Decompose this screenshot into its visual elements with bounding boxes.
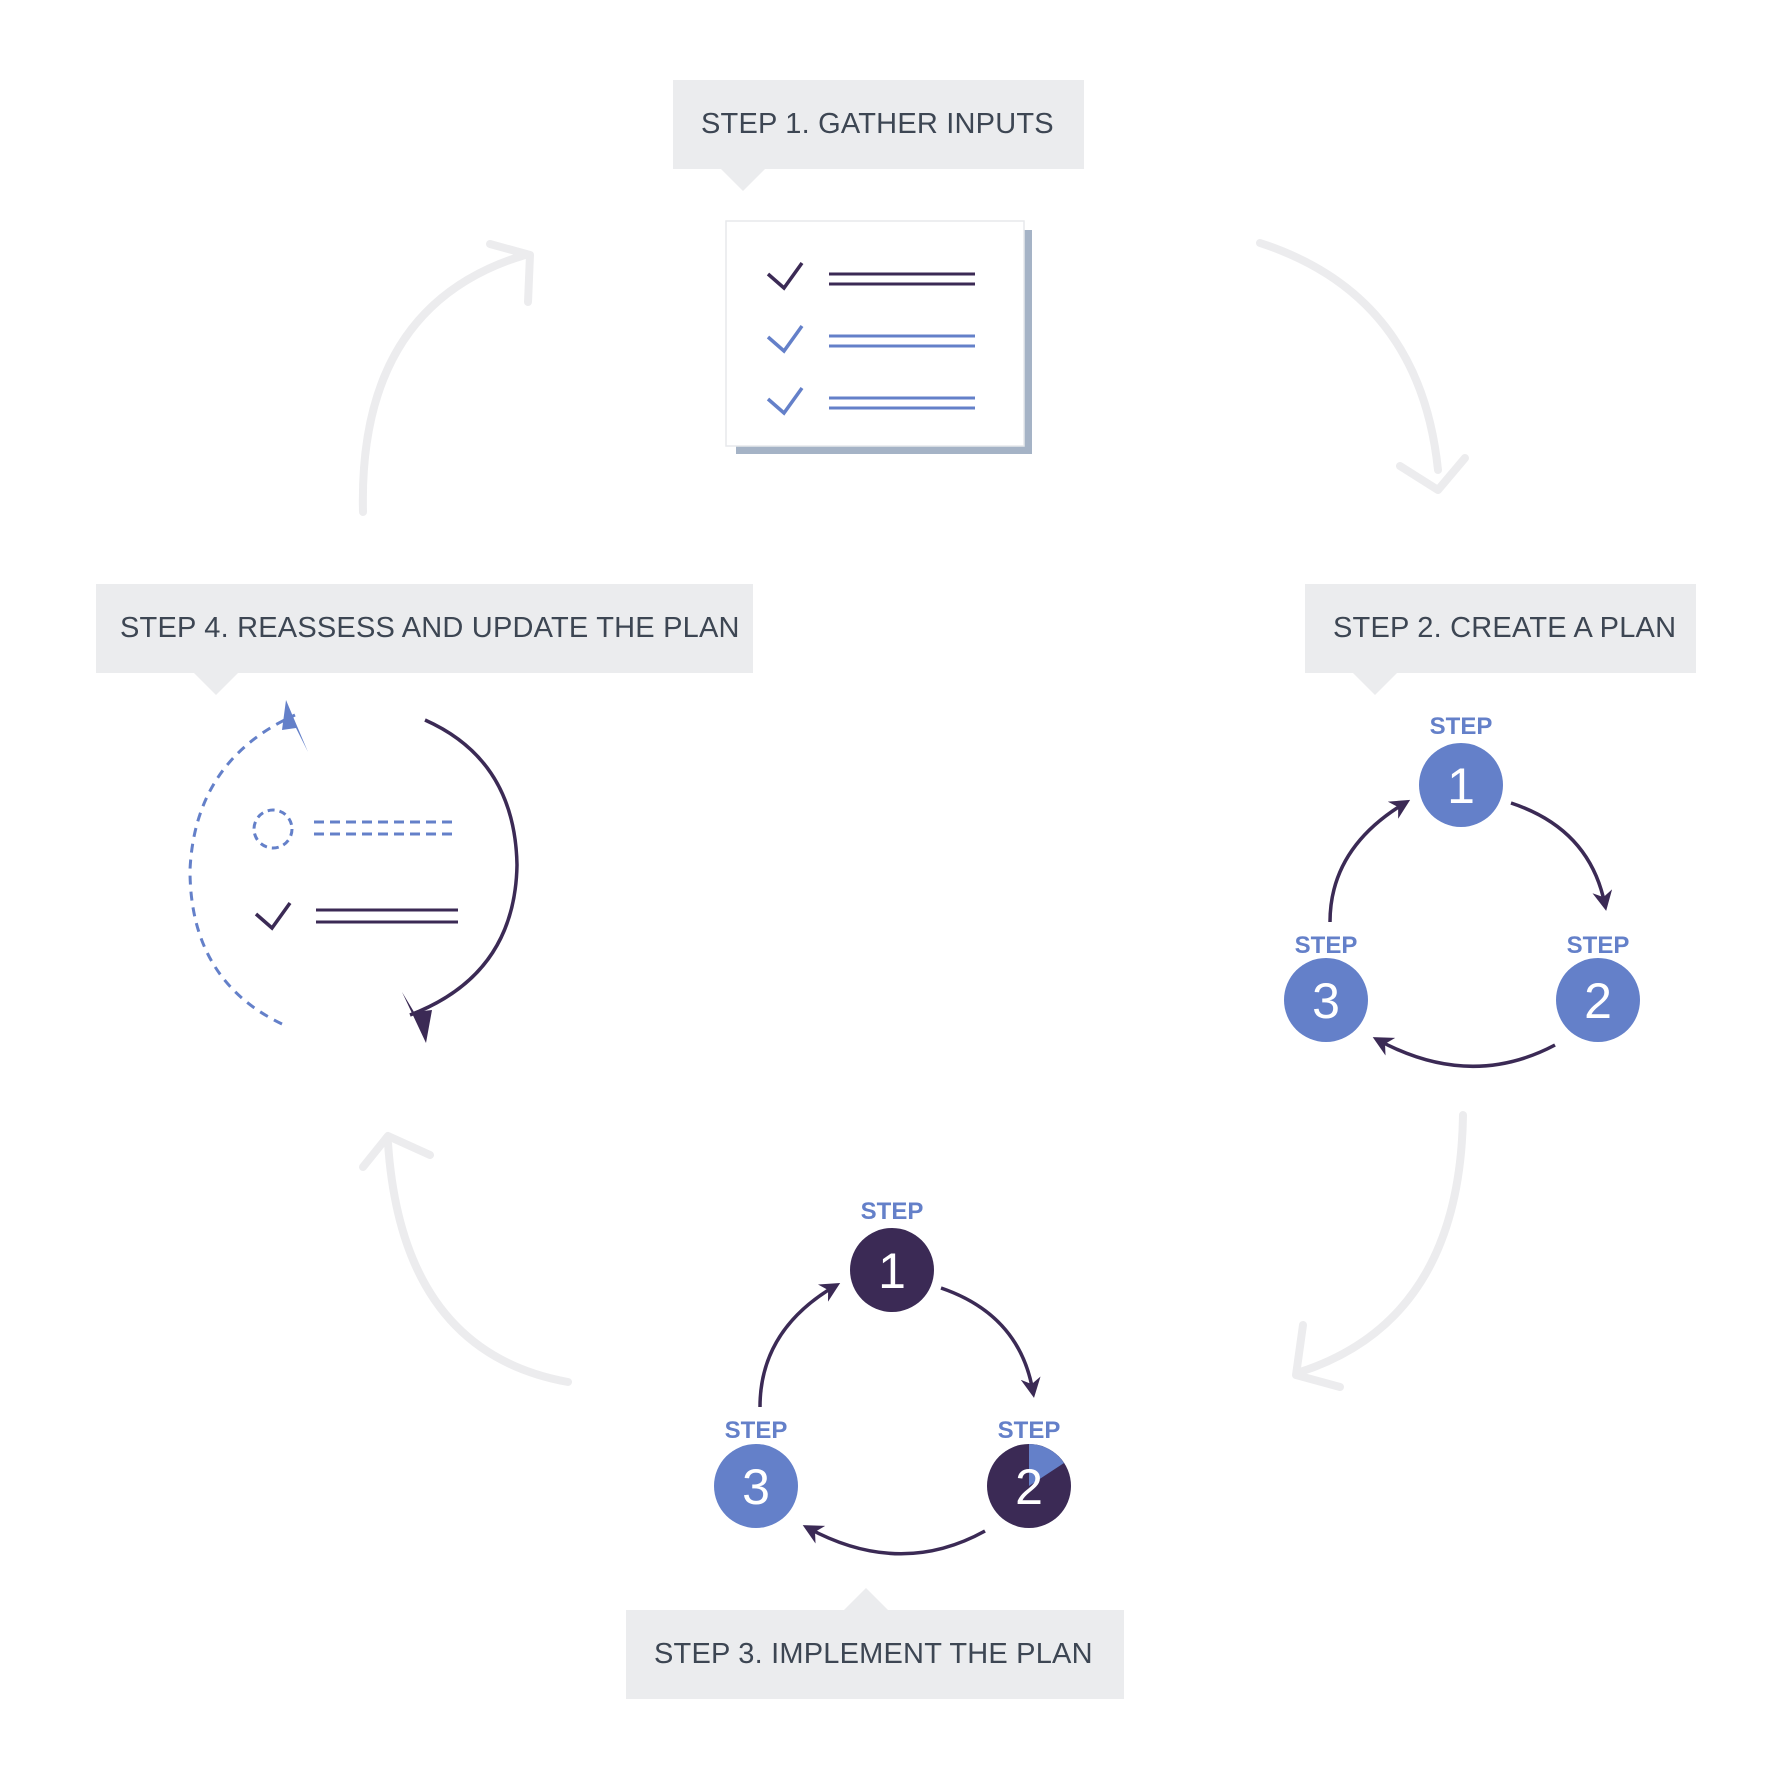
step-circle-3 — [714, 1444, 798, 1528]
step-number: 1 — [1447, 758, 1475, 814]
outer-arrow-step3-to-step4 — [384, 1139, 572, 1386]
dashed-arc — [188, 713, 296, 1026]
step-2-label: STEP 2. CREATE A PLAN — [1333, 612, 1677, 644]
document-page — [725, 220, 1025, 447]
step-1-callout: STEP 1. GATHER INPUTS — [673, 80, 1084, 191]
dashed-circle-icon — [252, 808, 294, 850]
plan-mini-cycle-icon: STEP 1 STEP 2 STEP 3 — [1284, 713, 1640, 1068]
step-circle-2 — [1556, 958, 1640, 1042]
step-4-label: STEP 4. REASSESS AND UPDATE THE PLAN — [120, 612, 740, 644]
outer-cycle-arrows — [358, 239, 1469, 1391]
outer-arrow-step4-to-step1 — [358, 251, 529, 516]
check-icon — [766, 324, 804, 354]
checklist-document-icon — [725, 220, 1032, 454]
step-circle-1 — [850, 1228, 934, 1312]
outer-arrow-head-3 — [359, 1132, 434, 1171]
step-label: STEP — [1295, 932, 1358, 959]
implement-mini-cycle-icon: STEP 1 STEP 2 STEP 3 — [714, 1198, 1071, 1556]
step-number: 3 — [1312, 973, 1340, 1029]
outer-arrow-step2-to-step3 — [1296, 1111, 1467, 1376]
solid-arc — [409, 718, 519, 1017]
step-3-callout: STEP 3. IMPLEMENT THE PLAN — [626, 1588, 1124, 1699]
progress-wedge — [1029, 1444, 1064, 1486]
step-label: STEP — [998, 1417, 1061, 1444]
outer-arrow-head-2 — [1292, 1321, 1344, 1391]
step-1-label: STEP 1. GATHER INPUTS — [701, 108, 1054, 140]
step-2-callout: STEP 2. CREATE A PLAN — [1305, 584, 1696, 695]
step-number: 1 — [878, 1243, 906, 1299]
check-icon — [766, 386, 804, 416]
step-label: STEP — [1567, 932, 1630, 959]
step-label: STEP — [1430, 713, 1493, 740]
step-label: STEP — [861, 1198, 924, 1225]
outer-arrow-head-1 — [1396, 454, 1469, 494]
solid-arc-arrowhead — [402, 992, 432, 1043]
reassess-icon — [188, 700, 519, 1043]
step-3-label: STEP 3. IMPLEMENT THE PLAN — [654, 1638, 1093, 1670]
step-number: 2 — [1015, 1459, 1043, 1515]
step-number: 2 — [1584, 973, 1612, 1029]
step-label: STEP — [725, 1417, 788, 1444]
step-circle-1 — [1419, 743, 1503, 827]
step-circle-3 — [1284, 958, 1368, 1042]
outer-arrow-head-4 — [486, 240, 534, 306]
step-4-callout: STEP 4. REASSESS AND UPDATE THE PLAN — [96, 584, 753, 695]
check-icon — [254, 901, 292, 931]
step-number: 3 — [742, 1459, 770, 1515]
dashed-arc-arrowhead — [282, 700, 308, 752]
outer-arrow-step1-to-step2 — [1256, 239, 1442, 474]
check-icon — [766, 261, 804, 291]
